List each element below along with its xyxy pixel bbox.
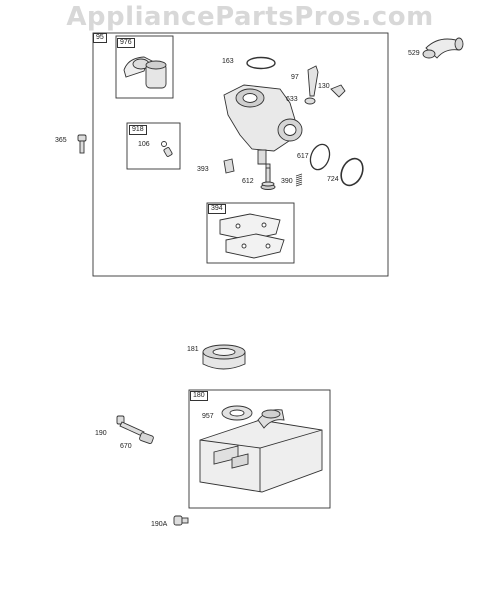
- part-180-fuel-tank: [199, 409, 323, 493]
- part-957-gasket: [221, 405, 253, 421]
- part-190-bolt: [116, 415, 145, 437]
- part-190a-screw: [173, 515, 189, 526]
- callout-97: 97: [291, 74, 299, 81]
- callout-180: 180: [190, 391, 208, 401]
- carburetor-group-frame: [92, 32, 389, 277]
- callout-365: 365: [55, 137, 67, 144]
- fuel-tank-frame: [188, 389, 331, 509]
- part-670-spacer: [139, 432, 154, 445]
- box-394: [206, 202, 295, 264]
- callout-190a: 190A: [151, 521, 168, 528]
- callout-393: 393: [197, 166, 209, 173]
- part-365-screw: [77, 134, 87, 154]
- part-976-elbow: [123, 56, 167, 89]
- callout-95: 95: [93, 33, 107, 43]
- callout-190: 190: [95, 430, 107, 437]
- part-390-spring: [295, 173, 303, 187]
- part-carburetor-body: [223, 84, 303, 190]
- part-163-gasket: [246, 56, 276, 70]
- part-394-diaphragm: [219, 213, 285, 259]
- callout-529: 529: [408, 50, 420, 57]
- callout-670: 670: [120, 443, 132, 450]
- part-529-elbow: [422, 37, 464, 59]
- callout-181: 181: [187, 346, 199, 353]
- callout-617: 617: [297, 153, 309, 160]
- part-130-clip: [330, 84, 346, 98]
- callout-976: 976: [117, 38, 135, 48]
- part-612-needle: [261, 167, 275, 187]
- callout-390: 390: [281, 178, 293, 185]
- callout-633: 633: [286, 96, 298, 103]
- part-617-oring: [309, 143, 331, 171]
- callout-130: 130: [318, 83, 330, 90]
- callout-394: 394: [208, 204, 226, 214]
- part-393-float: [223, 158, 235, 174]
- box-976: [115, 35, 174, 99]
- part-633-washer: [304, 97, 316, 105]
- callout-106: 106: [138, 141, 150, 148]
- part-97-lever: [307, 65, 319, 97]
- callout-612: 612: [242, 178, 254, 185]
- part-181-cap: [202, 344, 246, 370]
- watermark: AppliancePartsPros.com: [66, 2, 434, 32]
- callout-724: 724: [327, 176, 339, 183]
- part-918-jet: [161, 141, 173, 157]
- callout-163: 163: [222, 58, 234, 65]
- part-724-seal: [340, 157, 364, 187]
- callout-918: 918: [129, 125, 147, 135]
- box-918: [126, 122, 181, 170]
- callout-957: 957: [202, 413, 214, 420]
